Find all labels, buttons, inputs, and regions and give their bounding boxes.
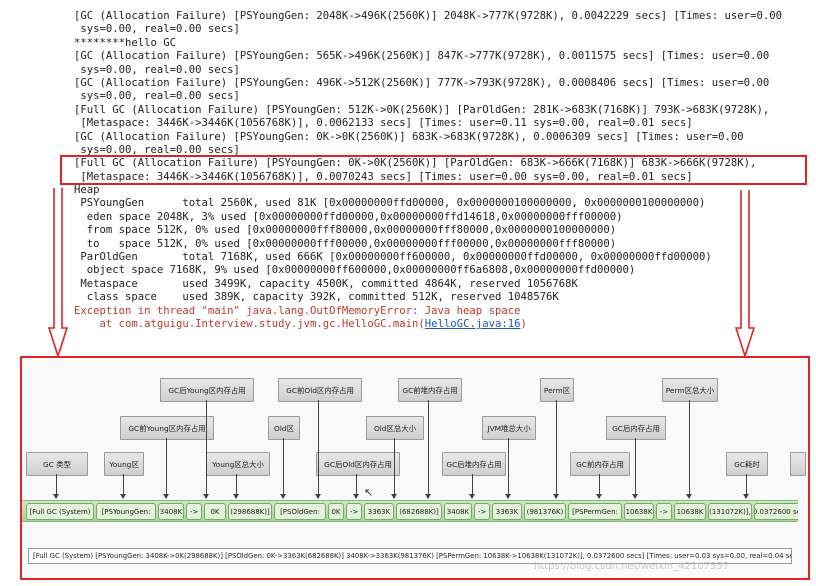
connector-line — [505, 438, 511, 499]
full-gc-highlight-box — [60, 155, 807, 185]
gc-log-segment-row: [Full GC (System)[PSYoungGen:3408K->0K(2… — [22, 500, 798, 522]
log-segment: 3363K — [492, 503, 522, 520]
console-line: [Metaspace: 3446K->3446K(1056768K)], 0.0… — [74, 170, 693, 183]
console-line: [GC (Allocation Failure) [PSYoungGen: 0K… — [74, 130, 744, 143]
log-segment: -> — [474, 503, 490, 520]
log-segment: 0K — [204, 503, 226, 520]
connector-line — [425, 400, 431, 499]
console-line: from space 512K, 0% used [0x00000000fff8… — [74, 224, 617, 237]
log-segment: [Full GC (System) — [26, 503, 94, 520]
connector-line — [53, 474, 59, 499]
label-perm: Perm区 — [540, 378, 574, 402]
stack-trace-prefix: at com.atguigu.Interview.study.jvm.gc.He… — [74, 317, 425, 330]
log-segment: (131072K)], — [708, 503, 752, 520]
connector-line — [391, 438, 397, 499]
connector-line — [203, 400, 209, 499]
label-gc-before-young: GC前Young区内存占用 — [120, 416, 214, 440]
log-segment: 10638K — [674, 503, 706, 520]
log-segment: (981376K) — [524, 503, 566, 520]
label-gc-type: GC 类型 — [26, 452, 88, 476]
label-gc-before-heap: GC前堆内存占用 — [398, 378, 462, 402]
connector-line — [315, 400, 321, 499]
connector-line — [743, 474, 749, 499]
gc-log-summary-line: [Full GC (System) [PSYoungGen: 3408K->0K… — [28, 548, 792, 564]
console-line: ********hello GC — [74, 36, 177, 49]
console-line: eden space 2048K, 3% used [0x00000000ffd… — [74, 210, 623, 223]
log-segment: 0K — [328, 503, 344, 520]
connector-line — [553, 400, 559, 499]
log-segment: 0.0372600 secs] — [754, 503, 798, 520]
label-perm-total: Perm区总大小 — [662, 378, 718, 402]
watermark: https://blog.csdn.net/weixin_42107557 — [534, 561, 730, 572]
log-segment: 10638K — [624, 503, 654, 520]
mouse-cursor-icon: ↖ — [364, 486, 374, 499]
down-arrow-left-icon — [48, 188, 68, 358]
console-line: ParOldGen total 7168K, used 666K [0x0000… — [74, 251, 712, 264]
source-file-link[interactable]: HelloGC.java:16 — [424, 317, 521, 330]
log-segment: -> — [656, 503, 672, 520]
console-line: to space 512K, 0% used [0x00000000fff000… — [74, 237, 617, 250]
connector-line — [596, 474, 602, 499]
console-line: [GC (Allocation Failure) [PSYoungGen: 20… — [74, 10, 782, 22]
connector-line — [280, 438, 286, 499]
connector-line — [632, 438, 638, 499]
gc-log-diagram: GC 类型 Young区 GC前Young区内存占用 GC后Young区内存占用… — [20, 356, 810, 580]
console-line: Metaspace used 3499K, capacity 4500K, co… — [74, 277, 578, 290]
down-arrow-right-icon — [735, 190, 755, 358]
console-line: class space used 389K, capacity 392K, co… — [74, 291, 559, 304]
stack-trace-suffix: ) — [520, 317, 527, 330]
log-segment: [PSOldGen: — [274, 503, 326, 520]
label-old-total: Old区总大小 — [366, 416, 424, 440]
console-line: [Metaspace: 3446K->3446K(1056768K)], 0.0… — [74, 117, 693, 130]
label-gc-after-heap: GC后堆内存占用 — [442, 452, 506, 476]
console-line: [Full GC (Allocation Failure) [PSYoungGe… — [74, 157, 757, 170]
stack-trace-line: at com.atguigu.Interview.study.jvm.gc.He… — [74, 318, 814, 331]
label-gc-time: GC耗时 — [726, 452, 768, 476]
console-line: sys=0.00, real=0.00 secs] — [74, 63, 240, 76]
log-segment: -> — [186, 503, 202, 520]
label-old: Old区 — [268, 416, 300, 440]
label-gc-before-mem: GC前内存占用 — [570, 452, 630, 476]
console-line: sys=0.00, real=0.00 secs] — [74, 23, 240, 36]
label-gc-after-old: GC后Old区内存占用 — [316, 452, 400, 476]
connector-line — [353, 474, 359, 499]
log-segment: -> — [346, 503, 362, 520]
label-cut-off — [790, 452, 806, 476]
connector-line — [120, 474, 126, 499]
label-young-total: Young区总大小 — [206, 452, 270, 476]
log-segment: 3363K — [364, 503, 394, 520]
log-segment: 3408K — [444, 503, 472, 520]
console-line: object space 7168K, 9% used [0x00000000f… — [74, 264, 636, 277]
label-gc-after-young: GC后Young区内存占用 — [160, 378, 254, 402]
console-line: [GC (Allocation Failure) [PSYoungGen: 49… — [74, 76, 770, 89]
connector-line — [233, 474, 239, 499]
connector-line — [686, 400, 692, 499]
log-segment: [PSPermGen: — [568, 503, 622, 520]
console-line: [Full GC (Allocation Failure) [PSYoungGe… — [74, 103, 770, 116]
label-gc-after-mem: GC后内存占用 — [606, 416, 666, 440]
log-segment: (682688K)] — [396, 503, 442, 520]
error-message-line: Exception in thread "main" java.lang.Out… — [74, 304, 521, 317]
connector-line — [163, 438, 169, 499]
console-line: PSYoungGen total 2560K, used 81K [0x0000… — [74, 197, 706, 210]
log-segment: 3408K — [158, 503, 184, 520]
console-line: sys=0.00, real=0.00 secs] — [74, 90, 240, 103]
gc-log-console: [GC (Allocation Failure) [PSYoungGen: 20… — [74, 10, 814, 331]
label-young: Young区 — [104, 452, 144, 476]
connector-line — [469, 474, 475, 499]
log-segment: (298688K)] — [228, 503, 272, 520]
log-segment: [PSYoungGen: — [96, 503, 156, 520]
console-line: [GC (Allocation Failure) [PSYoungGen: 56… — [74, 50, 770, 63]
label-gc-before-old: GC前Old区内存占用 — [278, 378, 362, 402]
console-line: sys=0.00, real=0.00 secs] — [74, 143, 240, 156]
console-line: Heap — [74, 184, 100, 197]
label-jvm-heap-total: JVM堆总大小 — [482, 416, 536, 440]
